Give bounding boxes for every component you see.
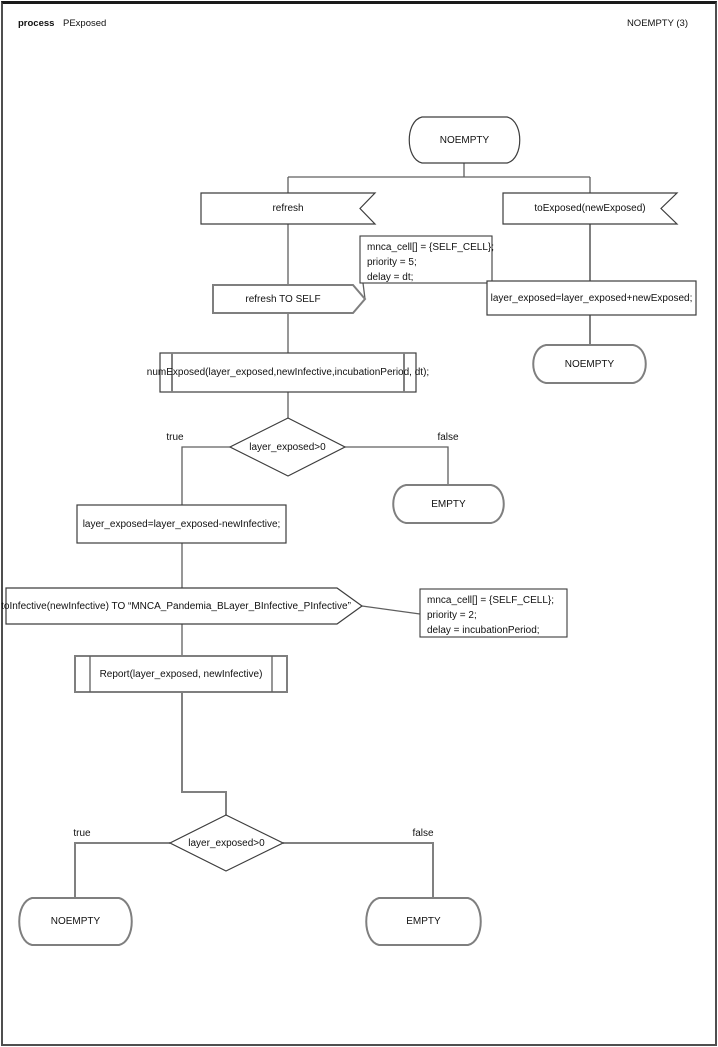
terminator-noempty-bottom-label[interactable]: NOEMPTY xyxy=(50,916,101,927)
signal-send-refresh-to-self-label[interactable]: refresh TO SELF xyxy=(245,293,321,305)
note-infective-line2: priority = 2; xyxy=(427,610,477,621)
signal-receive-refresh-shape[interactable] xyxy=(200,192,377,225)
subroutine-report-bars xyxy=(89,656,273,692)
decision1-label[interactable]: layer_exposed>0 xyxy=(249,441,326,453)
process-sub-infective-box[interactable] xyxy=(76,504,287,544)
note-refresh-line3: delay = dt; xyxy=(367,272,414,283)
note-infective-line1: mnca_cell[] = {SELF_CELL}; xyxy=(427,595,555,606)
header-process-name: PExposed xyxy=(63,17,107,29)
decision2-false-label: false xyxy=(412,827,434,839)
terminator-start-noempty-shape[interactable] xyxy=(408,116,521,164)
subroutine-numexposed-box[interactable] xyxy=(159,352,417,393)
decision1-diamond[interactable] xyxy=(228,417,347,477)
note-refresh-line1: mnca_cell[] = {SELF_CELL}; xyxy=(367,242,495,253)
process-sub-infective-label[interactable]: layer_exposed=layer_exposed-newInfective… xyxy=(82,518,281,530)
connector-decision1-true xyxy=(181,446,230,505)
connector-decision2-false xyxy=(283,842,434,898)
process-add-exposed-label[interactable]: layer_exposed=layer_exposed+newExposed; xyxy=(490,292,693,304)
terminator-empty-mid-shape[interactable] xyxy=(392,484,505,524)
signal-send-toinfective-shape[interactable] xyxy=(5,587,364,625)
connector-decision1-false xyxy=(345,446,449,485)
connector-note-refresh xyxy=(362,282,366,300)
terminator-empty-bottom-shape[interactable] xyxy=(365,897,482,946)
connector-report-to-decision2 xyxy=(181,692,227,815)
terminator-empty-bottom-label[interactable]: EMPTY xyxy=(406,916,441,927)
subroutine-numexposed-bars xyxy=(171,353,405,392)
decision2-label[interactable]: layer_exposed>0 xyxy=(188,837,265,849)
decision2-diamond[interactable] xyxy=(168,814,285,872)
terminator-noempty-bottom-shape[interactable] xyxy=(18,897,133,946)
decision1-false-label: false xyxy=(437,431,459,443)
decision1-true-label: true xyxy=(166,431,184,443)
process-add-exposed-box[interactable] xyxy=(486,280,697,316)
note-refresh-line2: priority = 5; xyxy=(367,257,417,268)
subroutine-report-label[interactable]: Report(layer_exposed, newInfective) xyxy=(99,668,263,680)
note-infective-line3: delay = incubationPeriod; xyxy=(427,625,540,636)
signal-receive-refresh-label[interactable]: refresh xyxy=(272,203,304,214)
note-refresh-box[interactable] xyxy=(359,235,493,284)
subroutine-numexposed-label[interactable]: numExposed(layer_exposed,newInfective,in… xyxy=(146,367,430,378)
connector-note-infective xyxy=(361,605,421,615)
terminator-noempty-right-shape[interactable] xyxy=(532,344,647,384)
decision2-true-label: true xyxy=(73,827,91,839)
note-infective-text[interactable]: mnca_cell[] = {SELF_CELL}; priority = 2;… xyxy=(420,589,574,641)
signal-send-toinfective-label[interactable]: toInfective(newInfective) TO “MNCA_Pande… xyxy=(1,600,351,612)
terminator-noempty-right-label[interactable]: NOEMPTY xyxy=(564,358,615,370)
header-kind-label: process xyxy=(18,17,55,29)
connector-decision2-true xyxy=(74,842,170,898)
terminator-start-noempty-label[interactable]: NOEMPTY xyxy=(439,134,490,146)
signal-receive-toexposed-shape[interactable] xyxy=(502,192,679,225)
note-refresh-text[interactable]: mnca_cell[] = {SELF_CELL}; priority = 5;… xyxy=(360,236,499,287)
signal-receive-toexposed-label[interactable]: toExposed(newExposed) xyxy=(534,203,646,214)
note-infective-box[interactable] xyxy=(419,588,568,638)
subroutine-report-box[interactable] xyxy=(74,655,288,693)
terminator-empty-mid-label[interactable]: EMPTY xyxy=(431,498,466,510)
header-state-title: NOEMPTY (3) xyxy=(626,17,688,29)
signal-send-refresh-to-self-shape[interactable] xyxy=(212,284,367,314)
